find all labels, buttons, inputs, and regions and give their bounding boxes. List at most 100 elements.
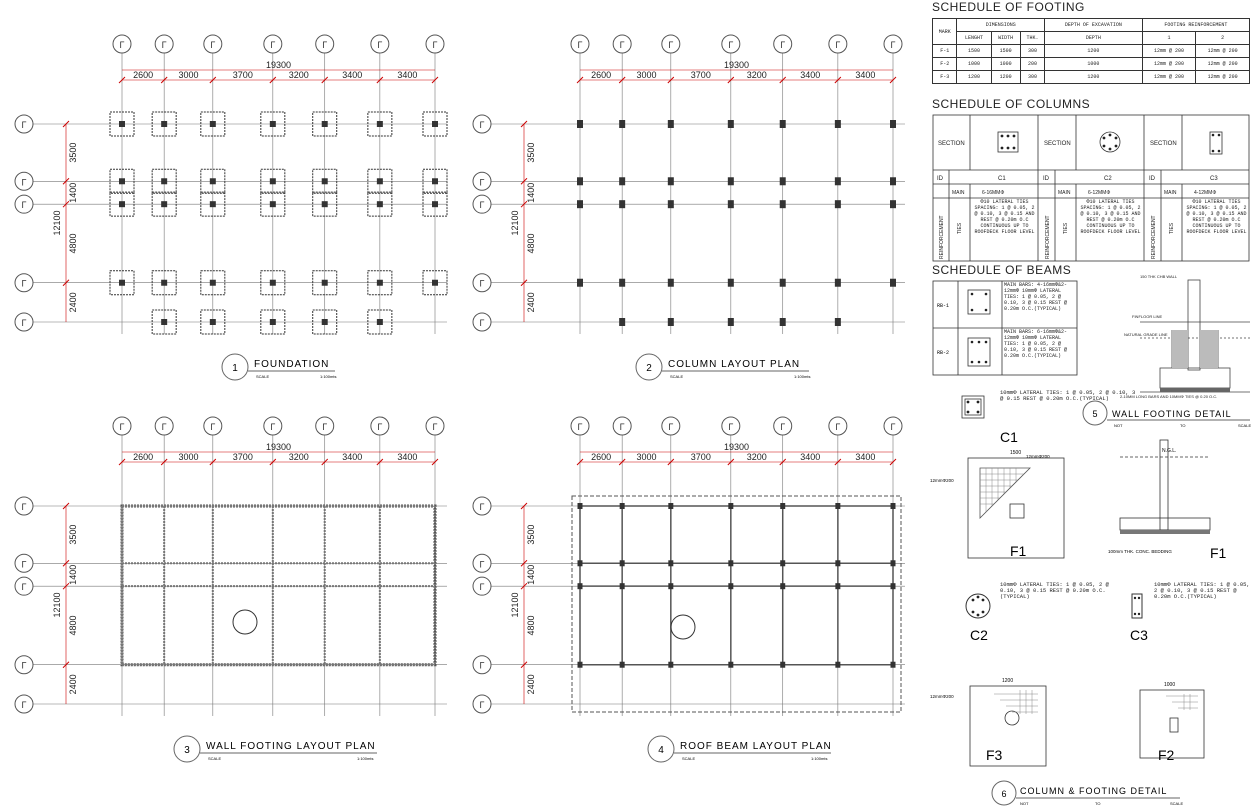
ties-spec: Φ10 LATERAL TIES SPACING: 1 @ 0.05, 2 @ …: [1080, 199, 1141, 223]
dimension-value: 3700: [233, 70, 253, 80]
dimension-value: 1400: [526, 565, 536, 585]
dimension-tick: [520, 559, 528, 567]
grid-bubble-label: Γ: [22, 177, 27, 187]
column-mark: [779, 278, 786, 287]
grid-bubble-label: Γ: [120, 422, 125, 432]
grid-bubble: [661, 34, 681, 54]
dimension-value: 3700: [691, 70, 711, 80]
c1-note: 10mmΦ LATERAL TIES: 1 @ 0.05, 2 @ 0.10, …: [1000, 390, 1136, 402]
dimension-tick: [62, 502, 70, 510]
column-mark: [667, 200, 674, 209]
rebar-note: 12mmΦ200: [930, 694, 954, 699]
column-id: C3: [1210, 176, 1218, 182]
grid-bubble-label: Γ: [480, 200, 485, 210]
plan-number: 2: [646, 363, 652, 374]
dimension-tick: [209, 76, 217, 84]
column-mark: [780, 583, 786, 590]
f1-footing-icon: [967, 457, 1065, 559]
grid-bubble-label: Γ: [480, 120, 485, 130]
column-mark: [834, 278, 841, 287]
c1-detail-icon: [961, 395, 985, 419]
reinforcement-label: REINFORCEMENT: [1151, 215, 1157, 259]
detail-number: 5: [1092, 409, 1097, 419]
scale-end: SCALE: [1170, 801, 1183, 806]
column-mark: [727, 200, 734, 209]
grid-bubble: [14, 655, 34, 675]
column-mark: [727, 278, 734, 287]
rb2-section-icon: [967, 337, 991, 367]
footing-outline: [260, 111, 286, 137]
subheader: 1: [1141, 31, 1197, 45]
dimension-tick: [779, 458, 787, 466]
column-mark: [667, 278, 674, 287]
dimension-total: 12100: [510, 210, 520, 235]
wall-note: 150 THK CHB WALL: [1140, 274, 1178, 279]
beam-spec: MAIN BARS: 4-16mmΦ&2-12mmΦ 10mmΦ LATERAL…: [1004, 282, 1068, 312]
dimension-value: 4800: [526, 615, 536, 635]
dimension-tick: [431, 76, 439, 84]
dimension-tick: [834, 458, 842, 466]
dimension-value: 4800: [68, 615, 78, 635]
grid-bubble: [472, 655, 492, 675]
column-mark: [269, 319, 276, 325]
dimension-tick: [269, 76, 277, 84]
grid-bubble: [612, 34, 632, 54]
dimension-tick: [520, 279, 528, 287]
grid-bubble-label: Γ: [377, 40, 382, 50]
grid-bubble: [570, 416, 590, 436]
grid-bubble: [472, 194, 492, 214]
f1-rebar-grid: [980, 468, 1024, 512]
footing-outline: [109, 191, 135, 217]
plan-number: 4: [658, 745, 664, 756]
f3-label: F3: [986, 747, 1003, 763]
plan-number: 3: [184, 745, 190, 756]
ties-note: CONTINUOUS UP TO ROOFDECK FLOOR LEVEL: [974, 223, 1035, 235]
dimension-tick: [62, 559, 70, 567]
grid-bubble-label: Γ: [480, 318, 485, 328]
column-mark: [269, 178, 276, 185]
dimension-value: 3400: [800, 70, 820, 80]
dimension-value: 2400: [526, 674, 536, 694]
dimension-tick: [520, 582, 528, 590]
grid-bubble: [472, 496, 492, 516]
grid-bubble-label: Γ: [22, 559, 27, 569]
footing-outline: [367, 309, 393, 335]
grid-bubble-label: Γ: [270, 40, 275, 50]
grid-bubble-label: Γ: [322, 40, 327, 50]
dimension-tick: [62, 200, 70, 208]
footing-outline: [260, 168, 286, 194]
column-mark: [619, 661, 625, 668]
beam-schedule: RB-1 RB-2 MAIN BARS: 4-16mmΦ&2-12mmΦ 10m…: [932, 280, 1078, 376]
footing-outline: [422, 270, 448, 296]
column-mark: [577, 661, 583, 668]
grid-bubble-label: Γ: [22, 318, 27, 328]
footing-outline: [260, 270, 286, 296]
c3-note: 10mmΦ LATERAL TIES: 1 @ 0.05, 2 @ 0.10, …: [1154, 582, 1250, 600]
stair-opening: [232, 609, 258, 635]
column-mark: [835, 560, 841, 567]
dimension-tick: [160, 76, 168, 84]
column-mark: [321, 178, 328, 185]
footing-outline: [200, 270, 226, 296]
plan-title-2: 2 COLUMN LAYOUT PLAN SCALE 1:100mts: [635, 353, 810, 381]
footing-outline: [367, 168, 393, 194]
f1-section-label: F1: [1210, 545, 1227, 561]
dimension-value: 3200: [289, 70, 309, 80]
column-mark: [577, 200, 583, 209]
column-mark: [728, 583, 734, 590]
grid-bubble: [154, 34, 174, 54]
dimension-value: 2600: [591, 452, 611, 462]
f2-footing-icon: [1139, 689, 1205, 759]
column-mark: [161, 121, 168, 127]
c3-label: C3: [1130, 627, 1148, 643]
dimension-value: 3400: [397, 452, 417, 462]
grid-bubble-label: Γ: [377, 422, 382, 432]
ties-spec: Φ10 LATERAL TIES SPACING: 1 @ 0.05, 2 @ …: [1186, 199, 1247, 223]
column-mark: [119, 201, 125, 208]
dimension-value: 2600: [133, 70, 153, 80]
grid-bubble: [14, 576, 34, 596]
grid-bubble-label: Γ: [728, 40, 733, 50]
footing-outline: [109, 111, 135, 137]
